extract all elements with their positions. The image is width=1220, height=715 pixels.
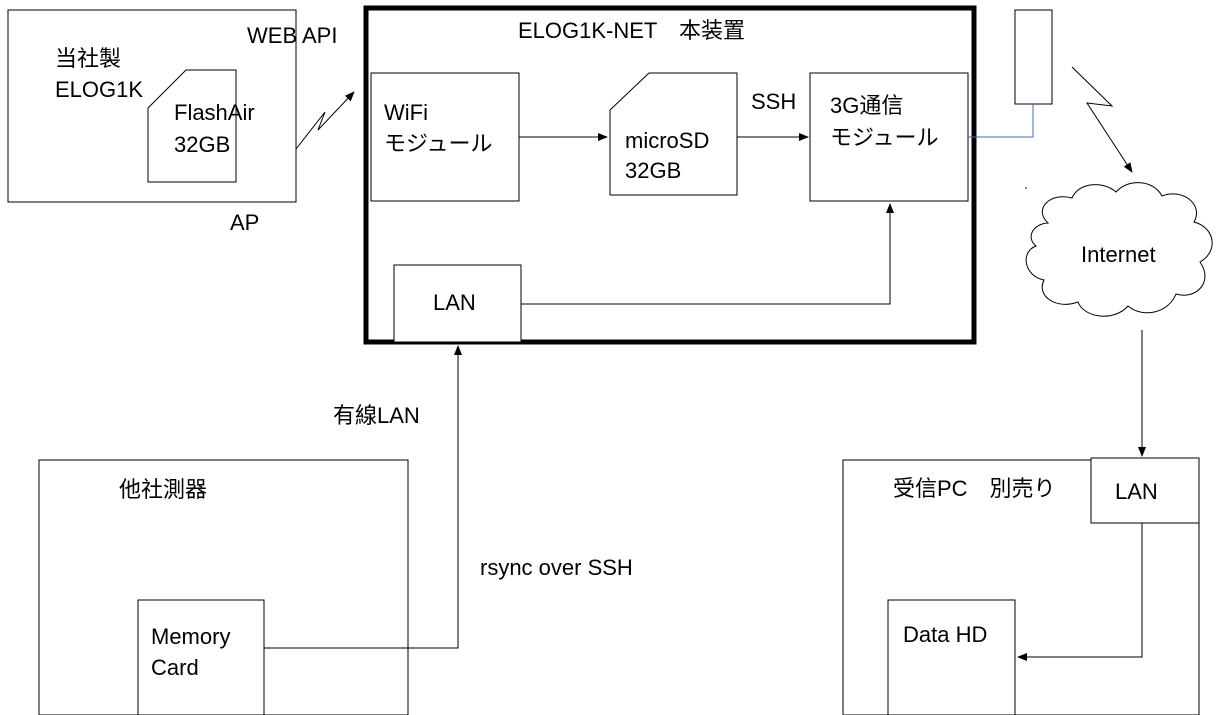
main-device-box: [363, 5, 977, 345]
memory-card-label-line1: Memory: [151, 624, 230, 649]
ap-label: AP: [230, 210, 259, 235]
memory-to-lan-arrow: [264, 345, 462, 649]
data-hd-label: Data HD: [903, 622, 987, 647]
module-3g-label-line2: モジュール: [830, 125, 938, 150]
module-3g-label-line1: 3G通信: [830, 93, 903, 118]
internet-cloud: [1025, 182, 1213, 317]
wireless-link-internet: [1071, 66, 1133, 173]
ssh-label: SSH: [751, 89, 796, 114]
wifi-module: [370, 72, 520, 202]
receiver-pc-title: 受信PC 別売り: [893, 476, 1056, 501]
microsd-card: [609, 72, 738, 196]
elog1k-label-line1: 当社製: [55, 46, 121, 71]
wifi-module-label-line1: WiFi: [384, 100, 428, 125]
web-api-label: WEB API: [247, 23, 337, 48]
flashair-label-line1: FlashAir: [174, 100, 255, 125]
other-meter-title: 他社測器: [119, 477, 207, 502]
data-hd: [887, 599, 1016, 715]
memory-card-label-line2: Card: [151, 655, 199, 680]
receiver-lan-port: [1090, 457, 1200, 524]
rsync-label: rsync over SSH: [480, 555, 633, 580]
receiver-lan-label: LAN: [1115, 479, 1158, 504]
microsd-label-line1: microSD: [625, 128, 709, 153]
antenna-cable: [968, 104, 1034, 138]
wireless-link-wifi: [295, 91, 355, 150]
module-3g: [809, 72, 969, 202]
stray-dot: [1025, 187, 1027, 189]
internet-label: Internet: [1081, 242, 1156, 267]
memory-card: [137, 599, 265, 715]
lan-port: [393, 264, 522, 343]
wired-lan-label: 有線LAN: [333, 403, 420, 428]
microsd-label-line2: 32GB: [625, 158, 681, 183]
lan-to-3g-arrow: [521, 203, 894, 305]
lan-port-label: LAN: [433, 290, 476, 315]
wifi-module-label-line2: モジュール: [384, 131, 492, 156]
flashair-label-line2: 32GB: [174, 132, 230, 157]
lan-to-datahd-arrow: [1017, 523, 1143, 661]
elog1k-label-line2: ELOG1K: [55, 77, 143, 102]
main-device-title: ELOG1K-NET 本装置: [518, 18, 745, 43]
flashair-card: [147, 69, 237, 183]
antenna: [1014, 9, 1053, 105]
